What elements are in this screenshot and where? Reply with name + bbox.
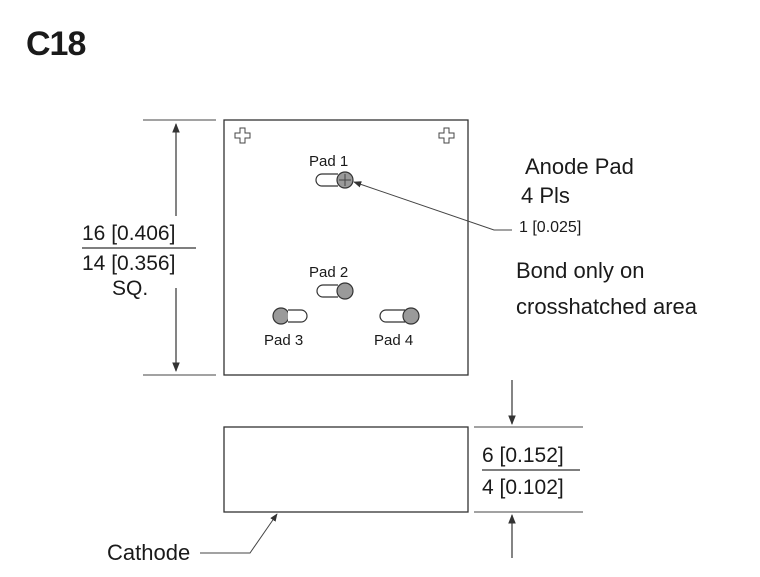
alignment-mark-right <box>438 127 455 144</box>
cathode-label: Cathode <box>107 540 190 565</box>
square-dim-top: 16 [0.406] <box>82 222 175 245</box>
pad-2 <box>316 282 354 300</box>
pad-3 <box>272 307 308 325</box>
anode-pad-count: 4 Pls <box>521 183 570 208</box>
bond-note-line-1: Bond only on <box>516 258 644 283</box>
top-view-square <box>223 119 469 376</box>
square-dim-bottom: 14 [0.356] <box>82 252 175 275</box>
alignment-mark-left <box>234 127 251 144</box>
square-dim-suffix: SQ. <box>112 277 148 300</box>
pad-1 <box>315 171 354 189</box>
anode-pad-label: Anode Pad <box>525 154 634 179</box>
bond-note-line-2: crosshatched area <box>516 294 698 319</box>
pad-1-label: Pad 1 <box>309 153 348 170</box>
anode-pad-size: 1 [0.025] <box>519 219 581 236</box>
height-dim-top: 6 [0.152] <box>482 444 564 467</box>
side-view-rect <box>223 426 469 513</box>
cathode-leader-line <box>200 513 278 554</box>
pad-4-label: Pad 4 <box>374 332 413 349</box>
height-dimension <box>474 380 583 558</box>
anode-leader-line <box>353 181 512 231</box>
pad-3-label: Pad 3 <box>264 332 303 349</box>
diagram-title: C18 <box>26 25 85 63</box>
pad-2-label: Pad 2 <box>309 264 348 281</box>
height-dim-bottom: 4 [0.102] <box>482 476 564 499</box>
pad-4 <box>379 307 420 325</box>
